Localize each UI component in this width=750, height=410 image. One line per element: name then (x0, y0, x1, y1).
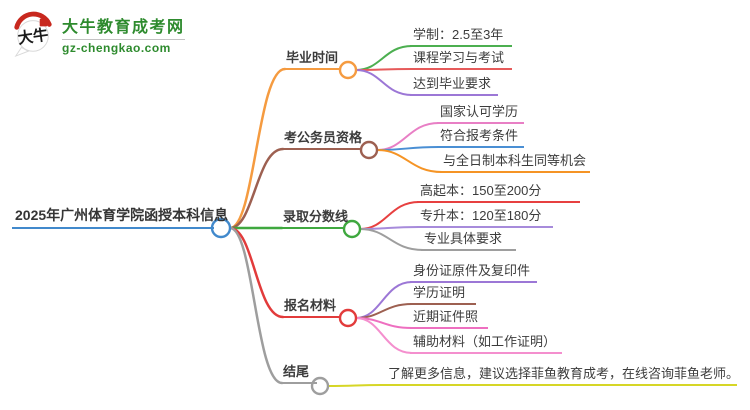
logo-bull-icon: 大牛 (14, 11, 52, 58)
branch-3-child-1-label[interactable]: 学历证明 (410, 285, 476, 305)
branch-2-child-1-label[interactable]: 专升本：120至180分 (417, 208, 553, 228)
connector-line (228, 226, 284, 385)
branch-3-child-2-label[interactable]: 近期证件照 (410, 309, 488, 329)
branch-0-child-1-label[interactable]: 课程学习与考试 (410, 50, 512, 70)
branch-1-label[interactable]: 考公务员资格 (281, 128, 362, 150)
node-handle[interactable] (342, 219, 362, 239)
branch-2-child-0-label[interactable]: 高起本：150至200分 (417, 183, 580, 203)
branch-2-label[interactable]: 录取分数线 (280, 207, 348, 229)
connector-line (355, 45, 413, 71)
node-handle[interactable] (359, 140, 379, 160)
branch-3-child-0-label[interactable]: 身份证原件及复印件 (410, 263, 537, 283)
connector-line (359, 201, 420, 230)
branch-1-child-0-label[interactable]: 国家认可学历 (437, 104, 524, 124)
logo-domain: gz-chengkao.com (62, 41, 171, 55)
connector-line (355, 68, 413, 71)
connector-line (355, 281, 413, 319)
connector-line (327, 384, 388, 387)
logo-title: 大牛教育成考网 (62, 19, 185, 36)
node-handle[interactable] (338, 60, 358, 80)
connector-line (355, 317, 413, 354)
branch-2-child-2-label[interactable]: 专业具体要求 (421, 231, 516, 251)
branch-1-child-1-label[interactable]: 符合报考条件 (437, 128, 524, 148)
node-handle[interactable] (338, 308, 358, 328)
branch-1-child-2-label[interactable]: 与全日制本科生同等机会 (440, 153, 590, 173)
site-logo[interactable]: 大牛 大牛教育成考网 gz-chengkao.com (10, 10, 185, 58)
branch-0-child-0-label[interactable]: 学制：2.5至3年 (410, 27, 512, 47)
connector-line (376, 122, 440, 151)
branch-3-label[interactable]: 报名材料 (281, 296, 341, 318)
branch-0-child-2-label[interactable]: 达到毕业要求 (410, 76, 498, 96)
branch-4-child-0-label[interactable]: 了解更多信息，建议选择菲鱼教育成考，在线咨询菲鱼老师。 (385, 366, 739, 386)
branch-0-label[interactable]: 毕业时间 (283, 48, 340, 70)
connector-line (355, 69, 413, 96)
connector-line (376, 149, 443, 173)
connector-line (228, 67, 287, 230)
branch-3-child-3-label[interactable]: 辅助材料（如工作证明） (410, 334, 562, 354)
logo-divider (62, 39, 185, 40)
connector-line (228, 226, 285, 319)
connector-line (228, 147, 285, 230)
logo-badge-text: 大牛 (17, 26, 50, 48)
connector-line (359, 228, 424, 251)
branch-4-label[interactable]: 结尾 (280, 362, 317, 384)
central-topic[interactable]: 2025年广州体育学院函授本科信息 (12, 205, 228, 229)
